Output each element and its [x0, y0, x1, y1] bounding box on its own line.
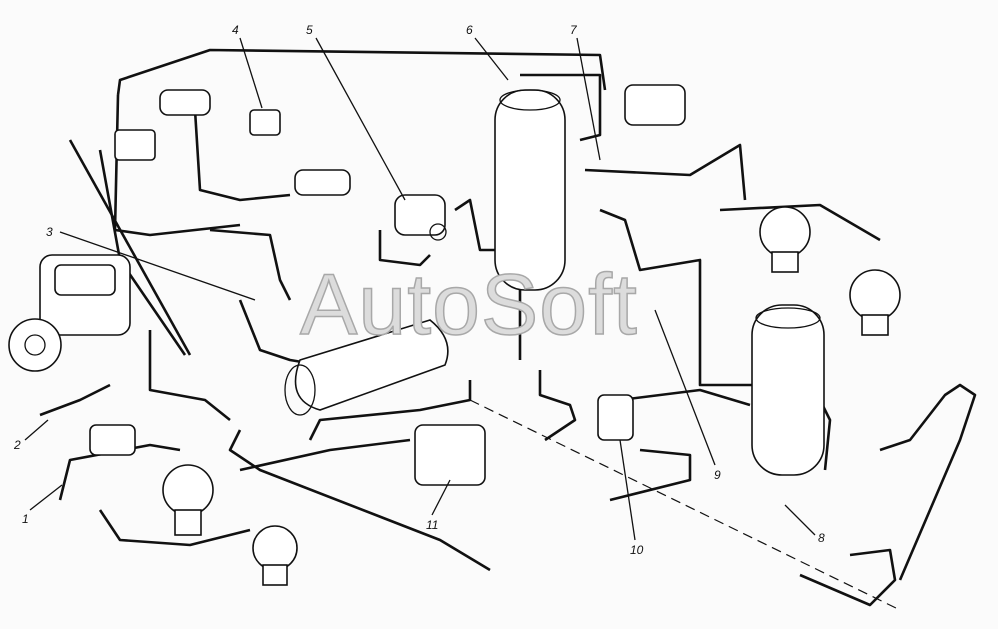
callout-3: 3 [46, 225, 53, 239]
brake-pedal [68, 139, 977, 607]
callout-7: 7 [570, 23, 577, 37]
callout-11: 11 [426, 518, 439, 532]
callout-2: 2 [14, 438, 21, 452]
callout-8: 8 [818, 531, 825, 545]
callout-4: 4 [232, 23, 239, 37]
control-rod-dashed [469, 399, 901, 611]
callout-9: 9 [714, 468, 721, 482]
callout-6: 6 [466, 23, 473, 37]
leader-lines [24, 37, 816, 541]
air-tank-rear [751, 304, 825, 476]
callout-1: 1 [22, 512, 29, 526]
callout-10: 10 [630, 543, 644, 557]
callout-5: 5 [306, 23, 313, 37]
air-tank-middle [284, 319, 449, 416]
brake-chambers [162, 206, 901, 586]
valves [89, 84, 686, 486]
compressor [8, 254, 131, 372]
watermark: AutoSoft [299, 257, 638, 353]
air-tank-front [494, 89, 566, 291]
